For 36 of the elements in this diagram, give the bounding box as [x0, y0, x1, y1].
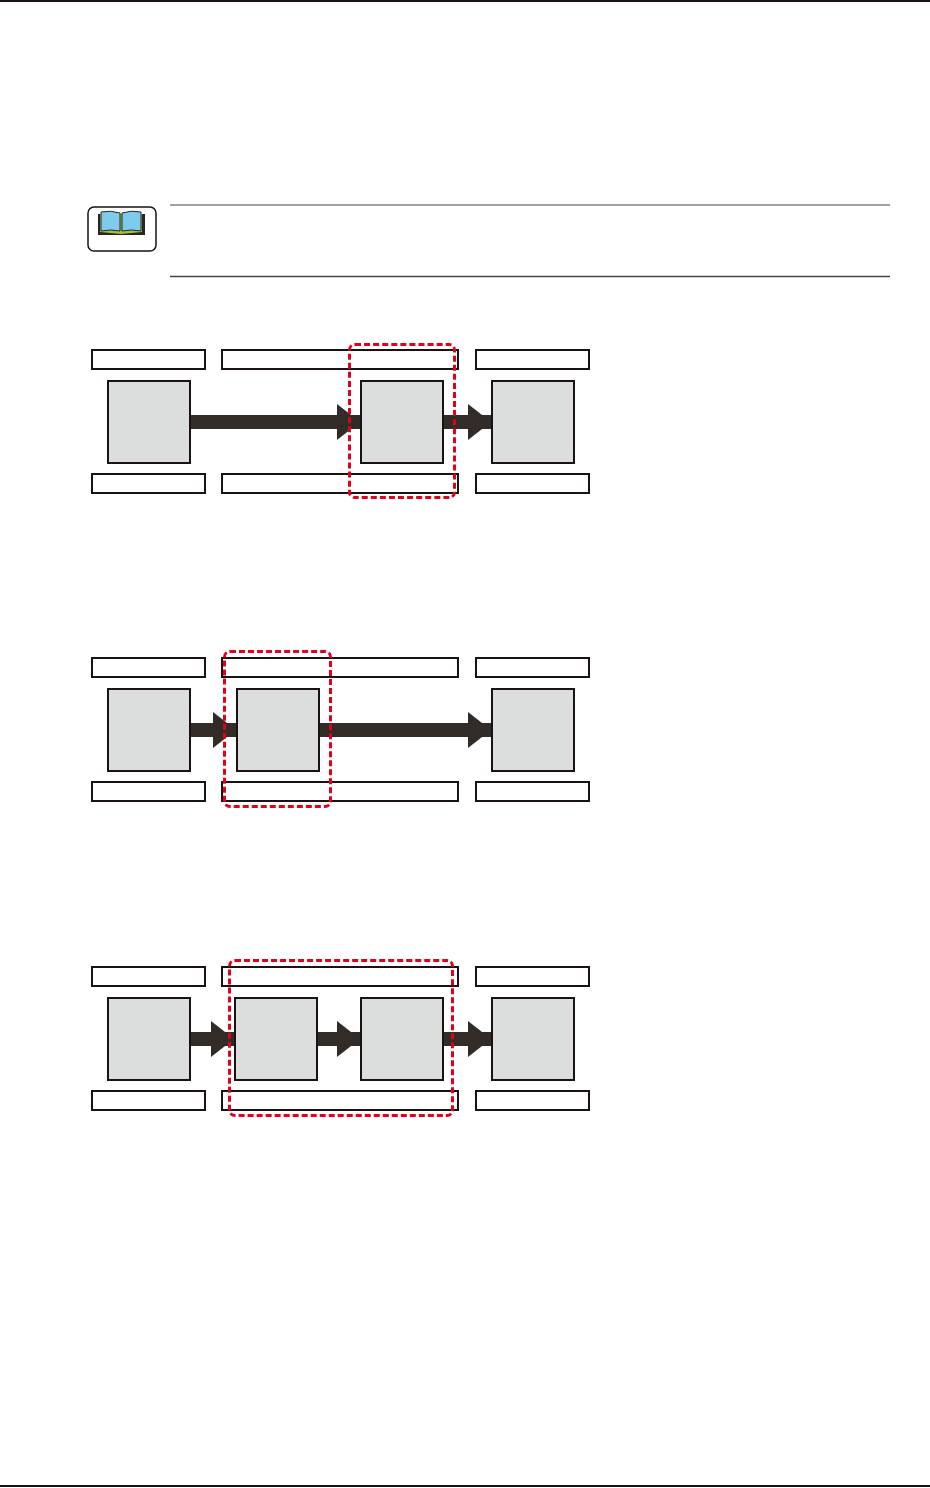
- label-bar: [221, 349, 459, 370]
- process-box: [491, 688, 575, 772]
- process-box: [107, 688, 191, 772]
- process-box: [234, 997, 318, 1081]
- process-box: [491, 997, 575, 1081]
- label-bar: [221, 657, 459, 678]
- label-bar: [91, 473, 206, 494]
- process-box: [107, 997, 191, 1081]
- process-box: [236, 688, 320, 772]
- label-bar: [475, 966, 590, 987]
- dashed-frame: [228, 959, 454, 1117]
- label-bar: [475, 473, 590, 494]
- label-bar: [475, 349, 590, 370]
- block-arrow: [444, 404, 491, 440]
- block-arrow: [191, 712, 236, 748]
- label-bar: [475, 781, 590, 802]
- process-box: [491, 380, 575, 464]
- block-arrow: [320, 712, 491, 748]
- dashed-frame: [223, 650, 332, 808]
- label-bar: [221, 473, 459, 494]
- block-arrow: [191, 1021, 234, 1057]
- label-bar: [91, 1090, 206, 1111]
- dashed-frame: [348, 343, 456, 499]
- label-bar: [221, 781, 459, 802]
- process-box: [360, 997, 444, 1081]
- label-bar: [91, 781, 206, 802]
- block-arrow: [444, 1021, 491, 1057]
- label-bar: [91, 349, 206, 370]
- label-bar: [475, 1090, 590, 1111]
- label-bar: [91, 966, 206, 987]
- process-box: [360, 380, 444, 464]
- label-bar: [475, 657, 590, 678]
- block-arrow: [318, 1021, 360, 1057]
- block-arrow: [191, 404, 360, 440]
- process-box: [107, 380, 191, 464]
- label-bar: [91, 657, 206, 678]
